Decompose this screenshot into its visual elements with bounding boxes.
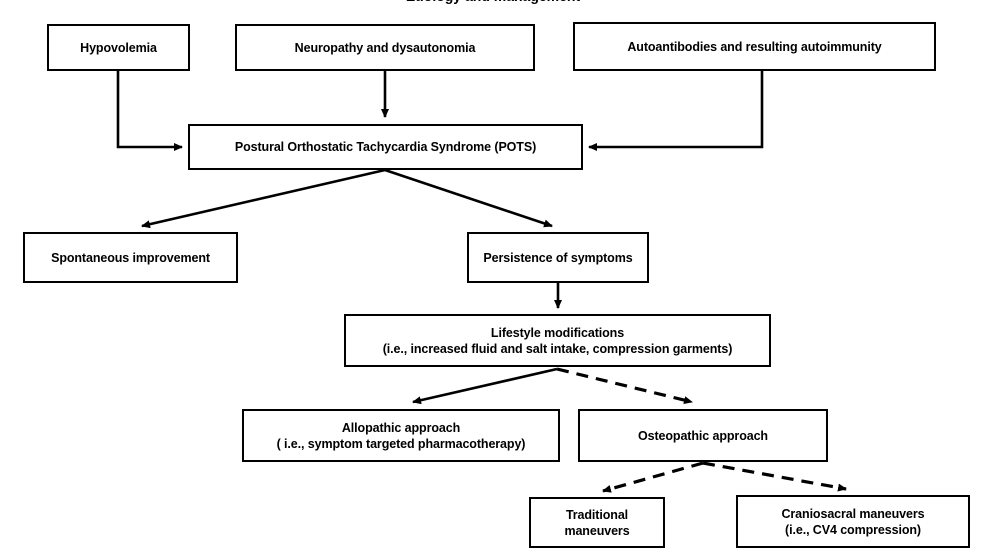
edge-osteopathic-to-traditional [602, 461, 704, 493]
node-label-line1: Traditional [565, 507, 629, 522]
edge-autoantibodies-to-pots [588, 71, 764, 151]
node-label: Postural Orthostatic Tachycardia Syndrom… [196, 139, 575, 155]
node-label: Persistence of symptoms [475, 250, 641, 266]
node-craniosacral-maneuvers: Craniosacral maneuvers(i.e., CV4 compres… [736, 495, 970, 548]
node-autoantibodies-autoimmunity: Autoantibodies and resulting autoimmunit… [573, 22, 936, 71]
node-label-line1: Postural Orthostatic Tachycardia Syndrom… [234, 140, 537, 154]
node-label-line1: Craniosacral maneuvers [781, 506, 925, 521]
node-label-line2: ( i.e., symptom targeted pharmacotherapy… [276, 436, 526, 451]
node-neuropathy-dysautonomia: Neuropathy and dysautonomia [235, 24, 535, 71]
node-label-line1: Allopathic approach [341, 420, 461, 435]
node-persistence-of-symptoms: Persistence of symptoms [467, 232, 649, 283]
edge-pots-to-persistence [384, 168, 553, 228]
node-label: Hypovolemia [55, 40, 182, 56]
node-label: Neuropathy and dysautonomia [243, 40, 527, 56]
figure-title-clipped: Etiology and management [0, 0, 986, 4]
edge-lifestyle-to-allopathic [412, 367, 558, 405]
node-spontaneous-improvement: Spontaneous improvement [23, 232, 238, 283]
node-osteopathic-approach: Osteopathic approach [578, 409, 828, 462]
node-label-line2: (i.e., CV4 compression) [785, 522, 921, 537]
edge-hypovolemia-to-pots [116, 71, 183, 151]
node-label-line1: Spontaneous improvement [51, 250, 210, 265]
node-label: Osteopathic approach [586, 428, 820, 444]
node-label: Lifestyle modifications(i.e., increased … [352, 325, 763, 357]
node-pots: Postural Orthostatic Tachycardia Syndrom… [188, 124, 583, 170]
edge-osteopathic-to-craniosacral [702, 461, 847, 492]
node-label: Autoantibodies and resulting autoimmunit… [581, 39, 928, 55]
edge-pots-to-spontaneous-improvement [141, 168, 386, 229]
node-label-line1: Neuropathy and dysautonomia [294, 40, 476, 55]
node-hypovolemia: Hypovolemia [47, 24, 190, 71]
node-lifestyle-modifications: Lifestyle modifications(i.e., increased … [344, 314, 771, 367]
node-label-line1: Lifestyle modifications [490, 325, 625, 340]
node-label-line2: (i.e., increased fluid and salt intake, … [382, 341, 733, 356]
node-label: Craniosacral maneuvers(i.e., CV4 compres… [744, 506, 962, 538]
node-label-line1: Osteopathic approach [638, 428, 768, 443]
edge-lifestyle-to-osteopathic [556, 367, 693, 404]
node-label: Spontaneous improvement [31, 250, 230, 266]
node-label-line2: maneuvers [564, 523, 630, 538]
node-label-line1: Hypovolemia [80, 40, 157, 55]
node-label-line1: Autoantibodies and resulting autoimmunit… [627, 39, 882, 54]
node-label: Allopathic approach( i.e., symptom targe… [250, 420, 552, 452]
node-label-line1: Persistence of symptoms [483, 250, 633, 265]
node-allopathic-approach: Allopathic approach( i.e., symptom targe… [242, 409, 560, 462]
